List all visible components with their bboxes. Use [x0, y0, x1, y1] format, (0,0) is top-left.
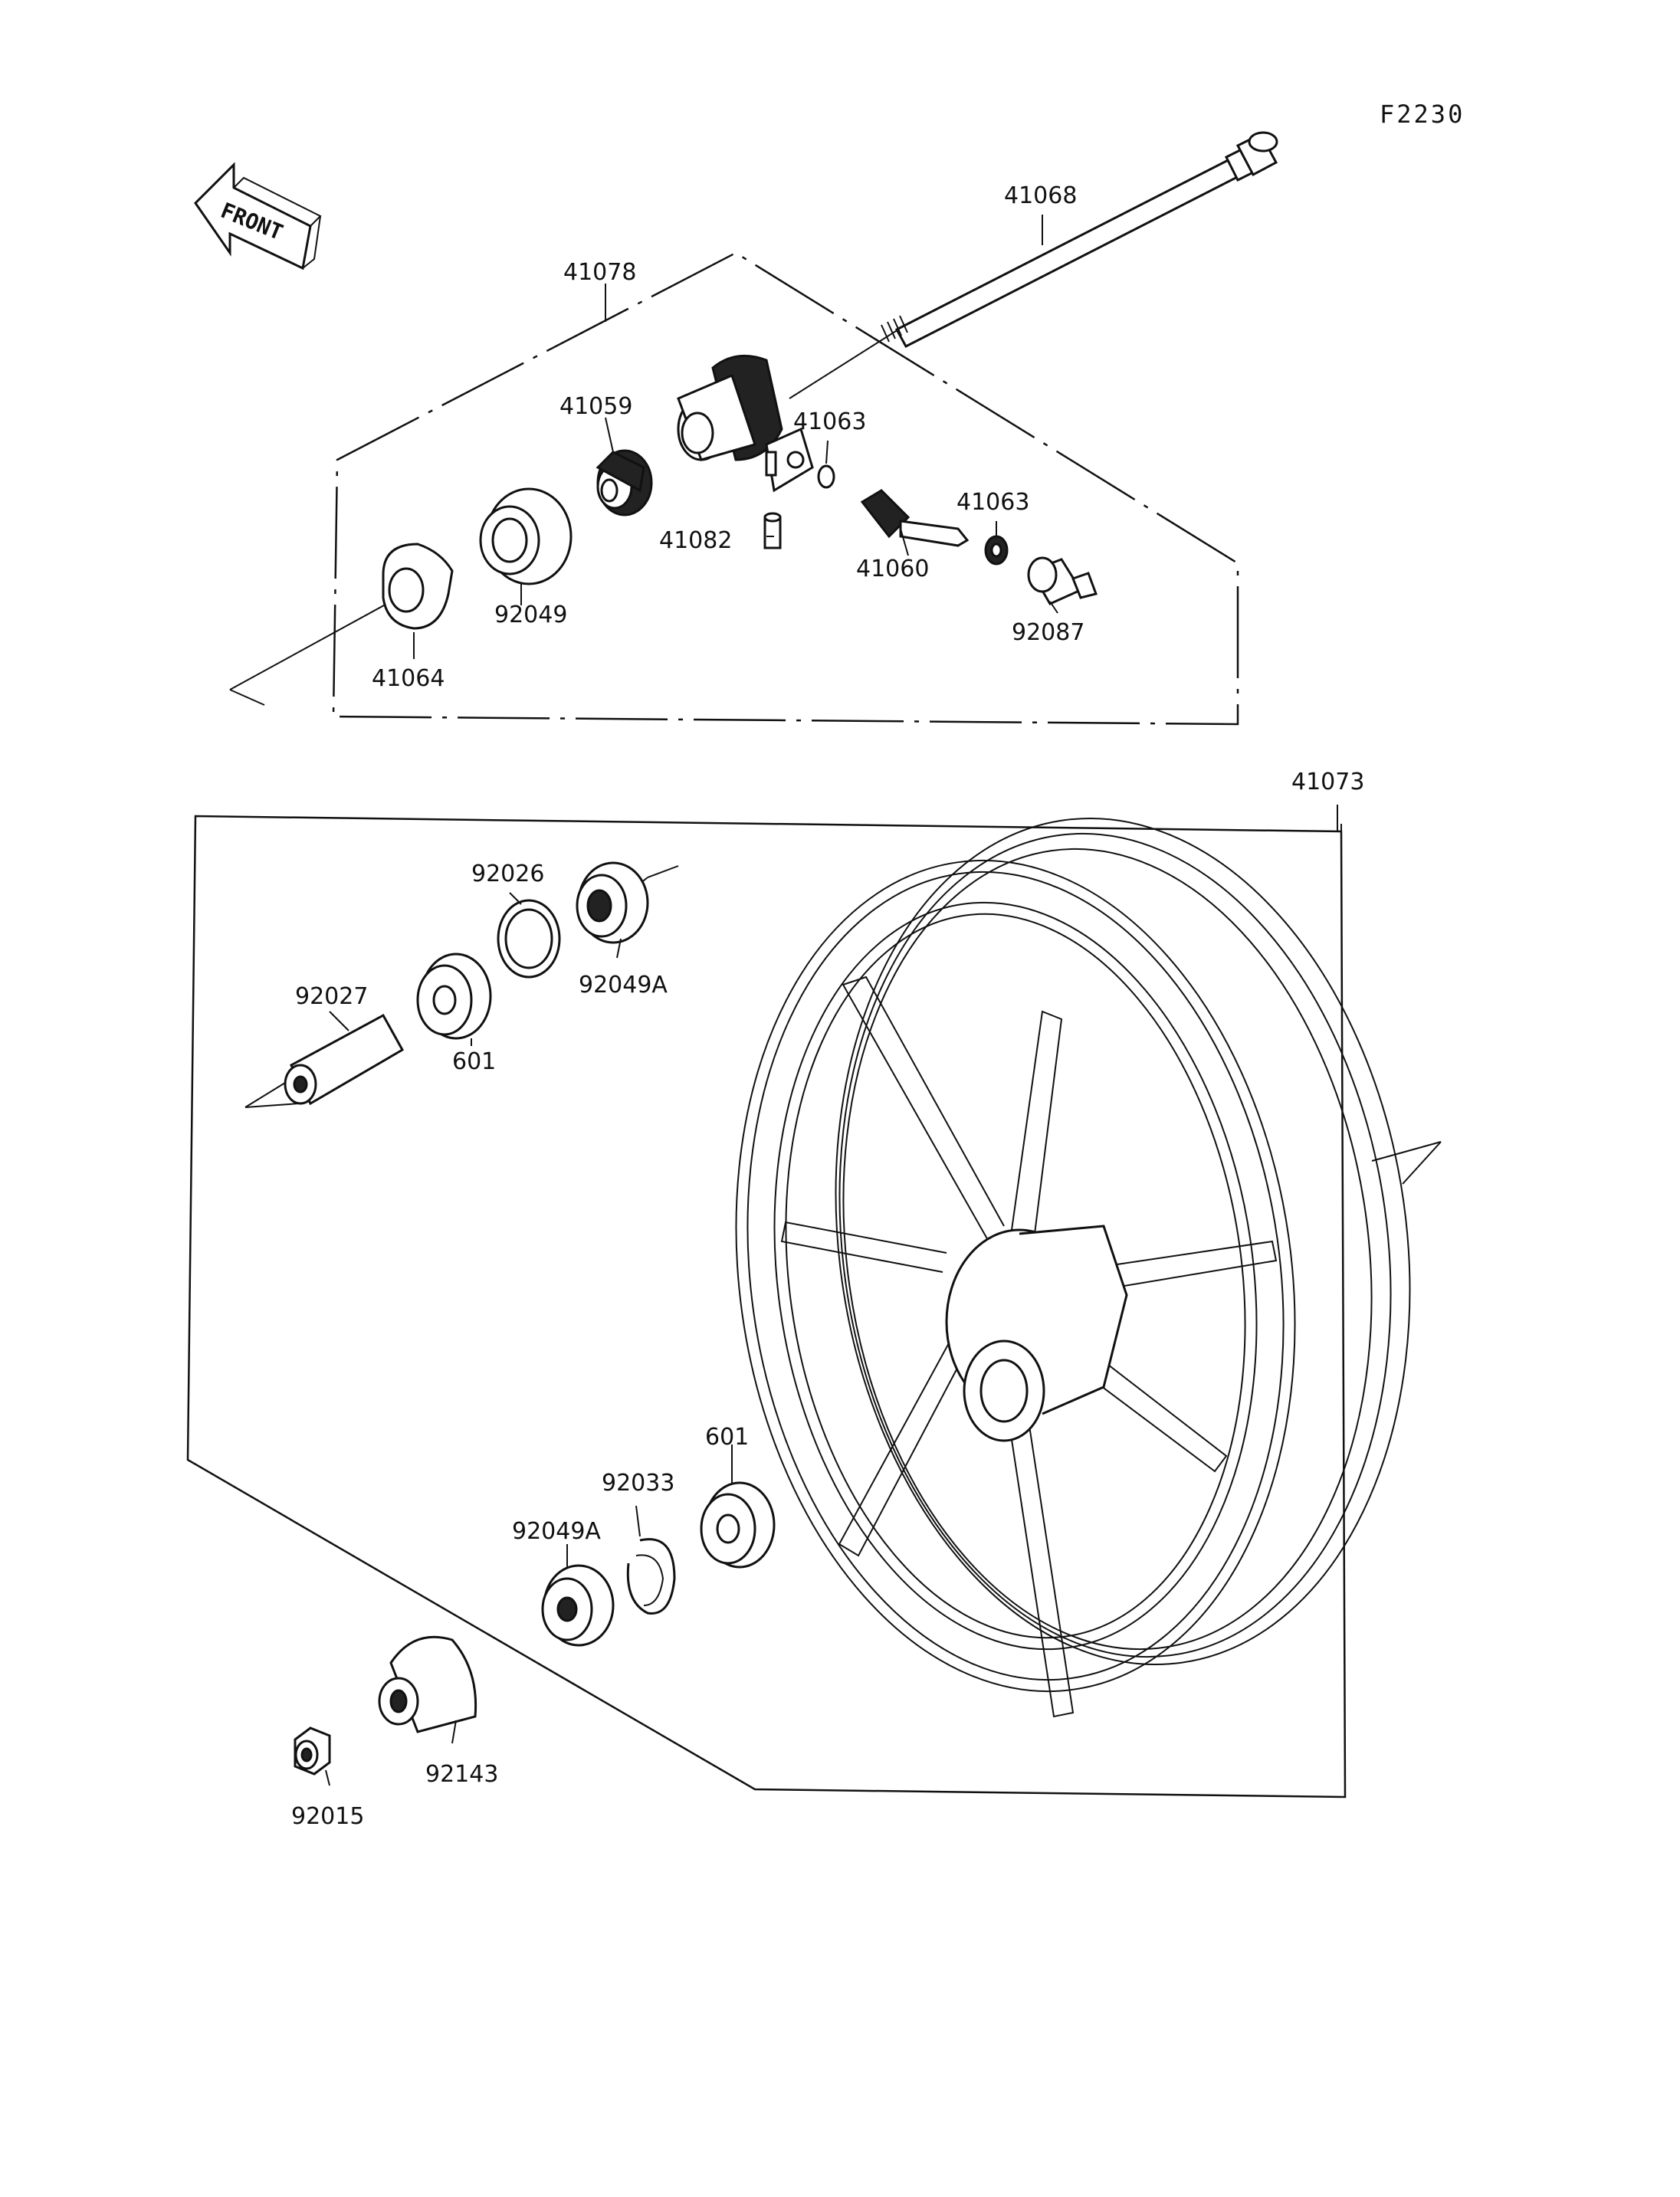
wheel — [735, 817, 1411, 1718]
washer-lower — [984, 535, 1009, 566]
label-41068: 41068 — [1004, 182, 1077, 209]
figure-code: F2230 — [1380, 100, 1465, 129]
label-92049a-bottom: 92049A — [512, 1518, 601, 1545]
label-41063-upper: 41063 — [793, 408, 866, 435]
label-41063-lower: 41063 — [956, 489, 1029, 516]
bearing-top — [416, 953, 492, 1040]
gear-housing-group: 41068 41078 41059 41063 41063 41082 4106… — [229, 131, 1278, 726]
label-92015: 92015 — [291, 1803, 364, 1830]
label-41078: 41078 — [563, 259, 636, 286]
bushing — [1027, 556, 1098, 605]
circlip-top — [497, 899, 561, 979]
collar — [378, 1635, 477, 1733]
label-92087: 92087 — [1012, 619, 1084, 646]
wheel-group: 41073 92026 92049A 92027 601 601 92033 9… — [186, 769, 1442, 1830]
label-92049a-top: 92049A — [579, 972, 668, 998]
label-92027: 92027 — [295, 983, 368, 1010]
circlip-bottom — [626, 1538, 676, 1615]
seal-top — [576, 861, 649, 944]
nut — [294, 1726, 331, 1776]
label-601-top: 601 — [452, 1048, 496, 1075]
label-92143: 92143 — [425, 1761, 498, 1788]
label-41082: 41082 — [659, 527, 732, 554]
label-92033: 92033 — [602, 1470, 674, 1497]
bearing-bottom — [700, 1481, 776, 1569]
axle — [881, 131, 1278, 349]
washer-upper — [817, 464, 835, 489]
label-41073: 41073 — [1291, 769, 1364, 795]
label-92026: 92026 — [471, 861, 544, 887]
gear-housing — [677, 354, 814, 493]
label-601-bottom: 601 — [705, 1424, 749, 1451]
label-41064: 41064 — [372, 665, 445, 692]
retainer — [382, 543, 454, 630]
label-41060: 41060 — [856, 556, 929, 582]
seal-92049 — [479, 487, 573, 585]
front-arrow-icon: FRONT — [194, 162, 322, 271]
pin — [763, 512, 782, 549]
label-41059: 41059 — [559, 393, 632, 420]
speedo-drive-gear — [596, 449, 653, 516]
pinion — [860, 489, 970, 547]
seal-bottom — [541, 1564, 615, 1647]
wheel-spokes — [780, 976, 1278, 1718]
spacer — [284, 1013, 405, 1106]
label-92049: 92049 — [494, 602, 567, 628]
